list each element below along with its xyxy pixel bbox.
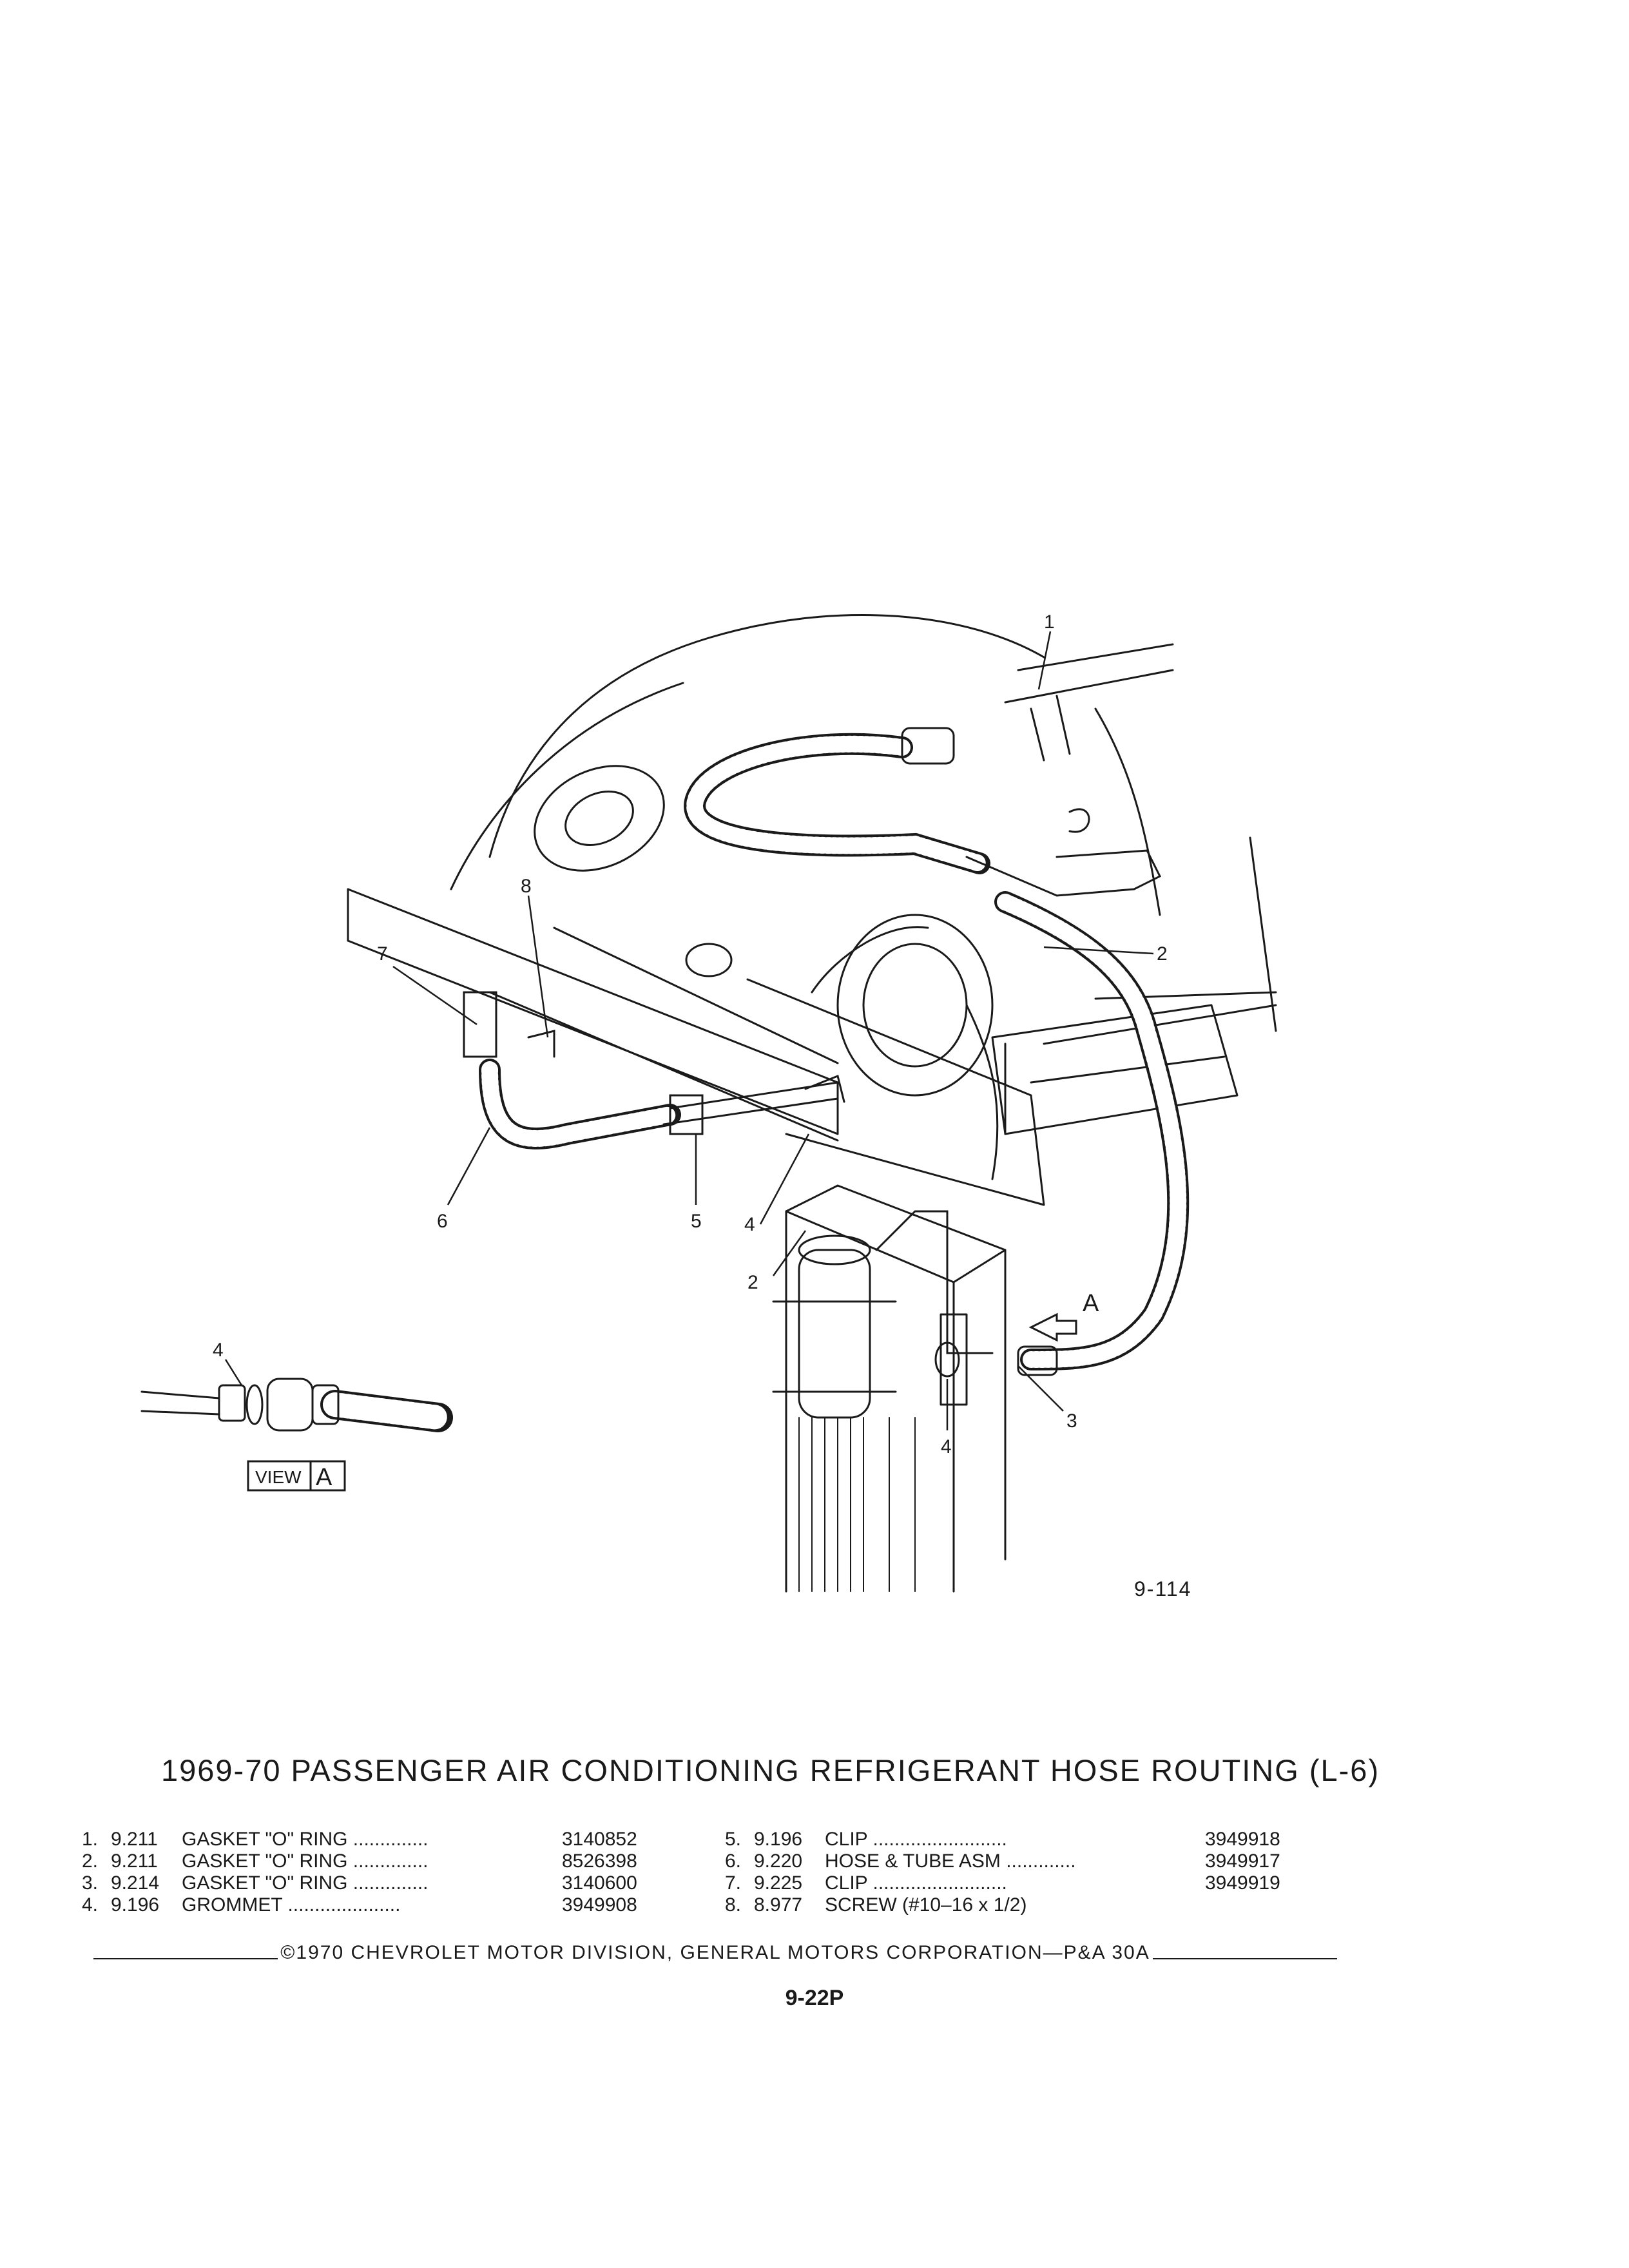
group-ref: 9.196	[754, 1829, 803, 1850]
parts-row: 1. 9.211 GASKET "O" RING .............. …	[59, 1829, 652, 1850]
parts-row: 7. 9.225 CLIP ......................... …	[702, 1872, 1295, 1894]
part-description: SCREW (#10–16 x 1/2)	[825, 1894, 1027, 1916]
parts-row: 3. 9.214 GASKET "O" RING .............. …	[59, 1872, 652, 1894]
footer-rule-left	[93, 1958, 278, 1959]
item-number: 8.	[724, 1894, 741, 1916]
group-ref: 9.196	[111, 1894, 160, 1916]
callout-1: 1	[1044, 611, 1055, 633]
part-number: 3949919	[1205, 1872, 1280, 1894]
callout-5: 5	[691, 1211, 702, 1232]
receiver-dehydrator	[798, 1249, 871, 1419]
group-ref: 9.211	[111, 1829, 158, 1850]
callout-7: 7	[377, 943, 388, 965]
item-number: 2.	[81, 1850, 98, 1872]
view-label: VIEW	[255, 1467, 302, 1487]
part-number: 3949908	[562, 1894, 637, 1916]
group-ref: 9.214	[111, 1872, 160, 1894]
part-number: 3140852	[562, 1829, 637, 1850]
parts-row: 6. 9.220 HOSE & TUBE ASM ............. 3…	[702, 1850, 1295, 1872]
callout-2-upper: 2	[1157, 943, 1168, 965]
part-number: 3949917	[1205, 1850, 1280, 1872]
copyright-footer: ©1970 CHEVROLET MOTOR DIVISION, GENERAL …	[93, 1942, 1337, 1964]
part-description: GASKET "O" RING ..............	[182, 1872, 429, 1894]
cowl-curve	[450, 682, 684, 890]
firewall-outline	[488, 613, 1045, 858]
item-number: 1.	[81, 1829, 98, 1850]
item-number: 3.	[81, 1872, 98, 1894]
firewall-opening	[534, 765, 665, 872]
arrow-letter: A	[1083, 1290, 1099, 1317]
view-letter: A	[316, 1464, 333, 1491]
item-number: 5.	[724, 1829, 741, 1850]
callout-4-center: 4	[744, 1214, 755, 1235]
parts-row: 5. 9.196 CLIP ......................... …	[702, 1829, 1295, 1850]
view-a-arrow	[1028, 1312, 1077, 1342]
item-number: 7.	[724, 1872, 741, 1894]
parts-list-left: 1. 9.211 GASKET "O" RING .............. …	[59, 1829, 652, 1916]
page-number: 9-22P	[785, 1986, 844, 2010]
footer-rule-right	[1152, 1958, 1337, 1959]
part-description: GASKET "O" RING ..............	[182, 1829, 429, 1850]
callout-8: 8	[521, 876, 532, 897]
parts-list-right: 5. 9.196 CLIP ......................... …	[702, 1829, 1295, 1916]
hose-routing-illustration: VIEW A A 1 2 2 3 4 4 4 5 6 7 8	[140, 611, 1277, 1593]
callout-3: 3	[1066, 1410, 1077, 1432]
item-number: 6.	[724, 1850, 741, 1872]
part-description: GROMMET .....................	[182, 1894, 401, 1916]
view-a-box: VIEW A	[247, 1460, 346, 1492]
copyright-text: ©1970 CHEVROLET MOTOR DIVISION, GENERAL …	[280, 1942, 1150, 1963]
group-ref: 9.211	[111, 1850, 158, 1872]
compressor	[836, 914, 994, 1097]
group-ref: 9.220	[754, 1850, 803, 1872]
callout-4-lower: 4	[941, 1436, 952, 1457]
group-ref: 8.977	[754, 1894, 803, 1916]
part-number	[1205, 1894, 1295, 1916]
figure-reference: 9-114	[1134, 1577, 1192, 1600]
item-number: 4.	[81, 1894, 98, 1916]
part-description: GASKET "O" RING ..............	[182, 1850, 429, 1872]
page-title: 1969-70 PASSENGER AIR CONDITIONING REFRI…	[161, 1753, 1380, 1787]
parts-row: 8. 8.977 SCREW (#10–16 x 1/2)	[702, 1894, 1295, 1916]
radiator-support	[785, 1184, 1007, 1283]
group-ref: 9.225	[754, 1872, 803, 1894]
part-number: 3140600	[562, 1872, 637, 1894]
parts-row: 2. 9.211 GASKET "O" RING .............. …	[59, 1850, 652, 1872]
callout-4-view-a: 4	[213, 1340, 224, 1361]
frame-rail	[347, 888, 839, 1135]
parts-row: 4. 9.196 GROMMET ..................... 3…	[59, 1894, 652, 1916]
part-number: 3949918	[1205, 1829, 1280, 1850]
part-description: CLIP .........................	[825, 1872, 1007, 1894]
part-description: HOSE & TUBE ASM .............	[825, 1850, 1076, 1872]
battery-box	[991, 1004, 1239, 1135]
firewall-opening-inner	[564, 790, 634, 847]
part-number: 8526398	[562, 1850, 637, 1872]
callout-6: 6	[437, 1211, 448, 1232]
part-description: CLIP .........................	[825, 1829, 1007, 1850]
callout-2-lower: 2	[747, 1272, 758, 1293]
engine-cap	[685, 943, 733, 977]
